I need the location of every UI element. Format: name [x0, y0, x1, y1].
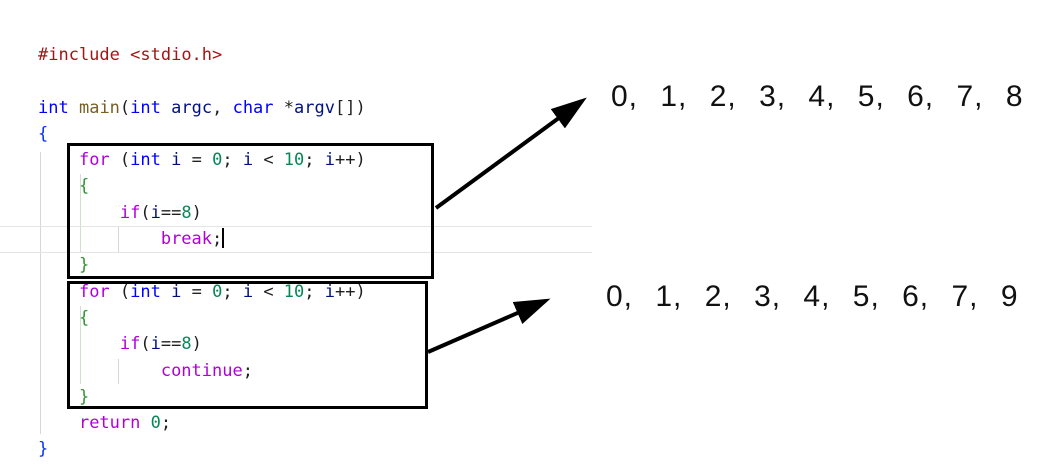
- code-token: <stdio.h>: [130, 45, 223, 65]
- code-token: if: [119, 334, 141, 355]
- code-token: {: [78, 307, 90, 328]
- code-token: (: [119, 97, 131, 118]
- code-token: main: [78, 97, 120, 118]
- code-token: =: [181, 281, 213, 302]
- code-line: {: [38, 173, 366, 199]
- code-token: int: [130, 97, 161, 118]
- code-token: [38, 413, 79, 433]
- code-token: i: [171, 281, 182, 302]
- continue-loop-annotation-box: [67, 281, 428, 409]
- indent-guide: [80, 306, 81, 384]
- code-token: int: [38, 97, 69, 118]
- code-token: i: [242, 150, 254, 171]
- code-line: int main(int argc, char *argv[]): [38, 95, 366, 121]
- current-line-highlight: [0, 226, 592, 253]
- code-token: {: [78, 176, 90, 197]
- code-token: (: [140, 334, 151, 355]
- code-token: ==: [160, 202, 182, 223]
- code-token: ==: [160, 334, 182, 355]
- code-token: 0: [150, 413, 161, 434]
- code-line: for (int i = 0; i < 10; i++): [38, 279, 366, 305]
- break-output-text: 0, 1, 2, 3, 4, 5, 6, 7, 8: [611, 80, 1024, 113]
- indent-guide: [40, 152, 41, 434]
- code-token: ;: [304, 281, 325, 302]
- code-line: if(i==8): [38, 200, 366, 226]
- code-token: *: [273, 97, 295, 118]
- code-token: for: [78, 281, 110, 302]
- code-editor[interactable]: #include <stdio.h>int main(int argc, cha…: [0, 0, 600, 473]
- code-token: 0: [212, 150, 223, 171]
- code-line: continue;: [38, 358, 366, 384]
- code-token: for: [78, 150, 110, 171]
- code-token: i: [324, 281, 336, 302]
- code-token: return: [78, 413, 141, 434]
- code-line: for (int i = 0; i < 10; i++): [38, 147, 366, 173]
- code-token: <: [253, 150, 284, 171]
- code-token: <: [253, 281, 284, 302]
- code-lines: #include <stdio.h>int main(int argc, cha…: [38, 42, 366, 463]
- code-line: return 0;: [38, 410, 366, 436]
- code-line: {: [38, 305, 366, 331]
- code-token: ): [191, 334, 202, 355]
- code-token: #include: [38, 45, 120, 65]
- code-token: ;: [222, 281, 243, 302]
- code-token: ;: [212, 229, 223, 250]
- code-token: }: [78, 386, 90, 407]
- code-token: {: [38, 123, 49, 144]
- code-token: continue: [160, 360, 243, 381]
- code-line: #include <stdio.h>: [38, 42, 366, 68]
- code-token: i: [171, 150, 182, 171]
- code-token: 10: [283, 281, 305, 302]
- code-token: ++): [335, 150, 366, 171]
- code-token: [120, 45, 130, 65]
- code-token: [140, 413, 150, 433]
- code-token: }: [78, 255, 90, 276]
- code-token: (: [109, 281, 131, 302]
- code-token: 8: [181, 202, 192, 223]
- code-token: argc: [171, 97, 213, 118]
- code-token: [161, 98, 171, 118]
- code-token: ;: [242, 360, 253, 381]
- code-line: if(i==8): [38, 331, 366, 357]
- code-token: 10: [283, 150, 305, 171]
- code-token: ): [191, 202, 202, 223]
- code-line: }: [38, 252, 366, 278]
- code-token: if: [119, 202, 141, 223]
- continue-output-text: 0, 1, 2, 3, 4, 5, 6, 7, 9: [606, 280, 1019, 313]
- code-token: }: [38, 439, 49, 460]
- code-token: break: [160, 229, 213, 250]
- code-token: i: [150, 202, 161, 223]
- code-token: int: [130, 150, 161, 171]
- code-line: [38, 68, 366, 94]
- code-token: ;: [304, 150, 325, 171]
- code-token: argv: [294, 97, 335, 118]
- code-token: int: [130, 281, 161, 302]
- indent-guide: [118, 359, 119, 384]
- code-token: (: [140, 202, 151, 223]
- code-token: (: [109, 150, 131, 171]
- code-token: [69, 98, 79, 118]
- code-token: i: [324, 150, 336, 171]
- code-line: }: [38, 436, 366, 462]
- code-line: {: [38, 121, 366, 147]
- indent-guide: [80, 174, 81, 252]
- code-token: char: [232, 97, 274, 118]
- code-token: []): [334, 97, 366, 118]
- text-cursor: [222, 227, 225, 248]
- code-token: 8: [181, 334, 192, 355]
- code-token: ;: [222, 150, 243, 171]
- code-line: break;: [38, 226, 366, 252]
- code-token: ++): [335, 281, 366, 302]
- code-token: =: [181, 150, 213, 171]
- code-token: 0: [212, 281, 223, 302]
- code-token: ,: [212, 97, 233, 118]
- code-line: }: [38, 384, 366, 410]
- code-token: i: [150, 334, 161, 355]
- indent-guide: [118, 227, 119, 252]
- code-token: ;: [160, 413, 172, 434]
- code-token: i: [242, 281, 254, 302]
- break-loop-annotation-box: [67, 143, 434, 279]
